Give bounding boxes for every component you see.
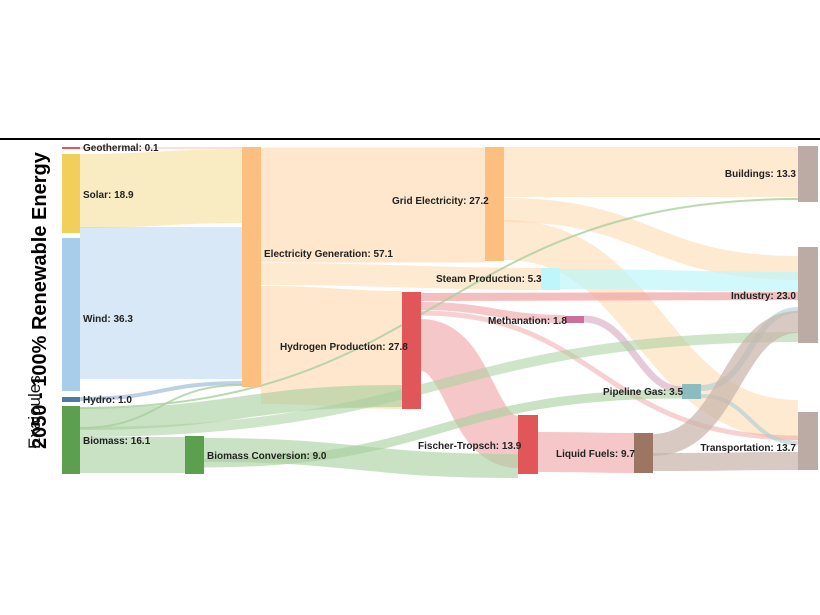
link-solar-electricity	[79, 149, 243, 228]
diagram-title: 2050 - 100% Renewable Energy	[29, 151, 51, 449]
link-biomass-electricity	[79, 384, 243, 429]
label-steam-production: Steam Production: 5.3	[436, 274, 542, 285]
label-pipeline-gas: Pipeline Gas: 3.5	[603, 387, 683, 398]
sankey-nodes	[62, 146, 818, 474]
node-biomass-conversion[interactable]	[185, 436, 204, 474]
node-biomass[interactable]	[62, 406, 80, 474]
label-industry: Industry: 23.0	[731, 291, 796, 302]
label-hydrogen-production: Hydrogen Production: 27.8	[280, 342, 408, 353]
label-solar: Solar: 18.9	[83, 190, 134, 201]
link-hydrogen-methanation	[420, 302, 566, 323]
link-hydrogen-industry	[420, 292, 799, 301]
label-wind: Wind: 36.3	[83, 314, 133, 325]
node-pipeline-gas[interactable]	[682, 384, 701, 399]
node-fischer-tropsch[interactable]	[518, 415, 538, 474]
link-biomass-buildings	[79, 198, 799, 409]
label-buildings: Buildings: 13.3	[725, 169, 797, 180]
link-grid-industry	[503, 198, 799, 280]
link-electricity-steam	[260, 263, 542, 290]
node-industry[interactable]	[798, 247, 818, 343]
link-methanation-pipeline	[583, 315, 683, 394]
diagram-unit: Exajoules	[25, 375, 44, 449]
top-divider	[0, 138, 820, 140]
label-biomass: Biomass: 16.1	[83, 436, 151, 447]
link-steam-industry	[559, 269, 799, 292]
link-liquid-transport	[652, 452, 799, 471]
link-conversion-ft	[203, 438, 519, 478]
node-grid-electricity[interactable]	[485, 147, 504, 261]
sankey-labels: Geothermal: 0.1 Solar: 18.9 Wind: 36.3 H…	[83, 143, 796, 462]
link-grid-transport	[503, 220, 799, 440]
node-steam-production[interactable]	[541, 268, 560, 290]
label-liquid-fuels: Liquid Fuels: 9.7	[556, 449, 635, 460]
node-transportation[interactable]	[798, 412, 818, 470]
sankey-links	[79, 146, 800, 478]
link-ft-liquid	[537, 432, 635, 473]
node-geothermal[interactable]	[62, 147, 80, 149]
link-hydro-electricity	[79, 381, 243, 401]
node-methanation[interactable]	[565, 316, 584, 323]
link-hydrogen-transport	[420, 310, 799, 441]
label-hydro: Hydro: 1.0	[83, 395, 132, 406]
link-electricity-hydrogen	[260, 286, 403, 409]
node-solar[interactable]	[62, 154, 80, 233]
label-methanation: Methanation: 1.8	[488, 316, 567, 327]
label-geothermal: Geothermal: 0.1	[83, 143, 159, 154]
label-fischer-tropsch: Fischer-Tropsch: 13.9	[418, 441, 522, 452]
node-buildings[interactable]	[798, 146, 818, 202]
diagram-unit-text: Exajoules	[25, 375, 44, 449]
link-biomass-industry	[79, 332, 799, 437]
link-liquid-industry	[652, 311, 800, 456]
node-hydro[interactable]	[62, 397, 80, 402]
node-wind[interactable]	[62, 238, 80, 391]
label-electricity-generation: Electricity Generation: 57.1	[264, 249, 393, 260]
link-hydrogen-ft	[417, 319, 522, 468]
label-transportation: Transportation: 13.7	[700, 443, 796, 454]
node-electricity-generation[interactable]	[242, 147, 261, 387]
link-conversion-pipeline	[203, 389, 683, 468]
label-biomass-conversion: Biomass Conversion: 9.0	[207, 451, 327, 462]
node-liquid-fuels[interactable]	[634, 433, 653, 473]
label-grid-electricity: Grid Electricity: 27.2	[392, 196, 489, 207]
node-hydrogen-production[interactable]	[402, 292, 421, 409]
